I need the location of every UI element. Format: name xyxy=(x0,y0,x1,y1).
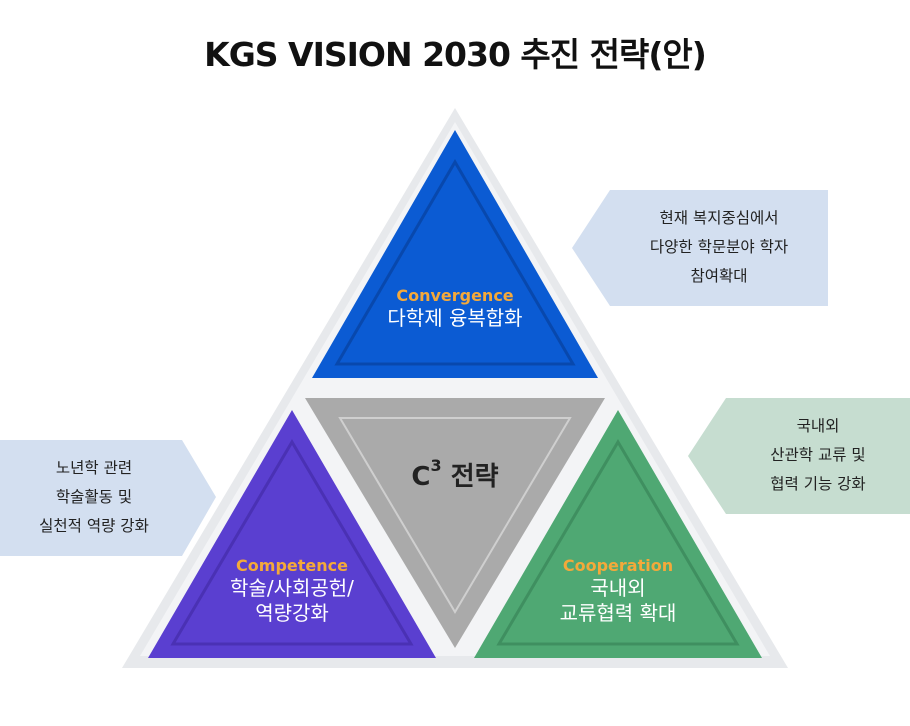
triangle-left xyxy=(148,410,436,658)
triangle-left-ko-line1: 학술/사회공헌/ xyxy=(230,576,354,600)
triangle-right-label: Cooperation 국내외 교류협력 확대 xyxy=(518,556,718,626)
page-title: KGS VISION 2030 추진 전략(안) xyxy=(204,35,707,74)
callout-top-line2: 다양한 학문분야 학자 xyxy=(649,238,789,256)
triangle-left-inner-line xyxy=(170,439,414,646)
center-rest: 전략 xyxy=(450,462,499,492)
triangle-top-en: Convergence xyxy=(396,286,514,305)
callout-left-shape xyxy=(0,440,216,556)
triangle-right-ko-line1: 국내외 xyxy=(590,576,646,600)
callout-right-text: 국내외 산관학 교류 및 협력 기능 강화 xyxy=(726,412,910,499)
center-superscript: 3 xyxy=(430,456,442,476)
callout-left-text: 노년학 관련 학술활동 및 실천적 역량 강화 xyxy=(0,454,188,541)
center-strategy-label: C3 전략 xyxy=(355,456,555,493)
callout-top-line1: 현재 복지중심에서 xyxy=(659,209,779,227)
triangle-right xyxy=(474,410,762,658)
triangle-left-label: Competence 학술/사회공헌/ 역량강화 xyxy=(192,556,392,626)
callout-left-line1: 노년학 관련 xyxy=(55,459,133,477)
triangle-top-label: Convergence 다학제 융복합화 xyxy=(355,286,555,331)
triangle-right-ko-line2: 교류협력 확대 xyxy=(559,601,677,625)
triangle-top-inner-line xyxy=(334,159,576,366)
callout-right-line2: 산관학 교류 및 xyxy=(770,446,866,464)
triangle-right-en: Cooperation xyxy=(562,556,674,575)
callout-right-line3: 협력 기능 강화 xyxy=(770,475,866,493)
callout-left-line3: 실천적 역량 강화 xyxy=(39,517,149,535)
callout-left-line2: 학술활동 및 xyxy=(55,488,133,506)
triangle-center-inner-line xyxy=(338,417,572,614)
callout-right-shape xyxy=(688,398,910,514)
callout-top-text: 현재 복지중심에서 다양한 학문분야 학자 참여확대 xyxy=(610,204,828,291)
triangle-top xyxy=(312,130,598,378)
triangle-left-ko-line2: 역량강화 xyxy=(255,601,329,625)
triangle-center xyxy=(305,398,605,648)
center-letter: C xyxy=(411,462,431,492)
callout-top-line3: 참여확대 xyxy=(690,267,748,285)
triangle-top-ko: 다학제 융복합화 xyxy=(387,306,523,330)
triangle-right-inner-line xyxy=(496,439,740,646)
triangle-left-en: Competence xyxy=(236,556,348,575)
callout-top-shape xyxy=(572,190,828,306)
callout-right-line1: 국내외 xyxy=(796,417,840,435)
